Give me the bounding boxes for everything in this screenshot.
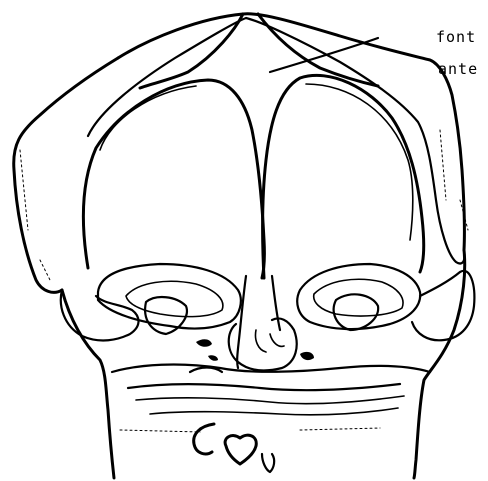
mandible-outline-right <box>414 250 465 478</box>
label-fontanelle-line2: ante <box>438 60 478 78</box>
mouth-line-2 <box>136 396 404 404</box>
cheek-mark-right <box>300 352 314 360</box>
cheek-mark-left <box>196 339 212 347</box>
label-fontanelle-line1: font <box>436 28 476 46</box>
mouth-line-3 <box>150 408 398 415</box>
frontal-bone-left <box>83 80 264 278</box>
cranium-outline-left <box>14 58 118 292</box>
frontal-bone-right <box>263 75 424 278</box>
orbit-right-inner <box>314 279 403 316</box>
chin-notch <box>262 454 274 472</box>
mandible-outline <box>62 290 114 478</box>
mouth-line-1 <box>128 384 400 390</box>
cheek-mark-left-2 <box>208 355 218 361</box>
nostril-detail <box>255 330 284 352</box>
upper-lip-mark <box>190 368 222 373</box>
chin-curl-left <box>194 424 214 454</box>
orbit-right-eye <box>334 294 379 330</box>
chin-heart <box>225 435 256 464</box>
nasal-bone <box>237 276 280 368</box>
